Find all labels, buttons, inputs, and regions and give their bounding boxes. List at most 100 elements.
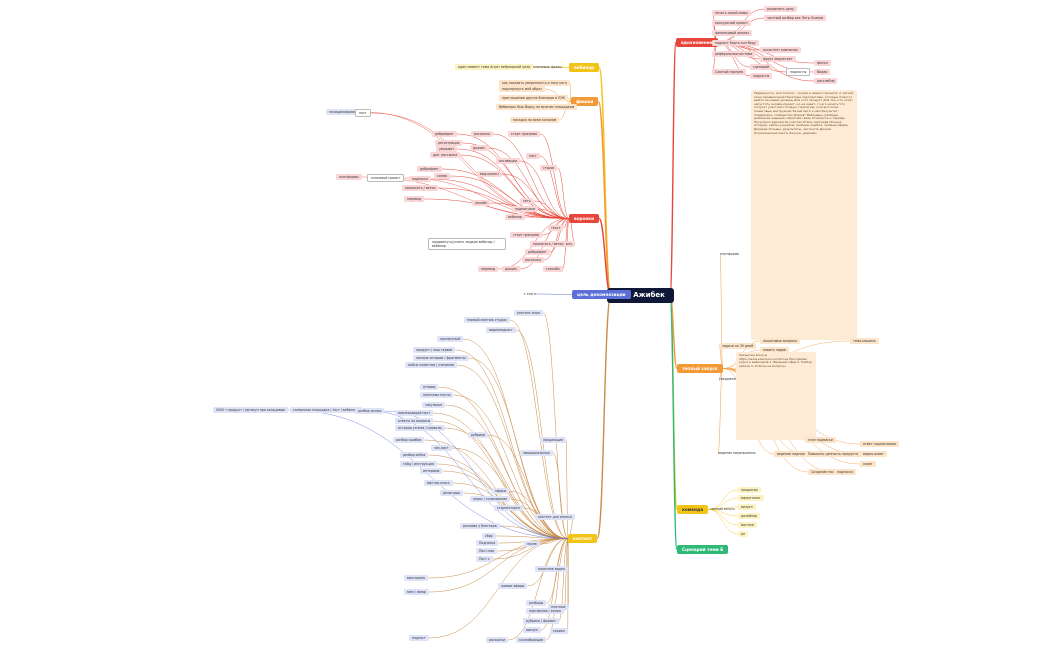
inputs-item[interactable]: рассылка xyxy=(471,131,493,137)
red-top-item[interactable]: ассистент кампании xyxy=(760,47,801,53)
side-left-item[interactable]: пост xyxy=(355,109,371,117)
branch-warm[interactable]: теплый запуск xyxy=(677,364,723,373)
content-item[interactable]: сбор xyxy=(482,533,496,539)
red-top-item[interactable]: подкасты xyxy=(786,68,811,76)
fish-item[interactable]: подчеркнуть мой образ xyxy=(499,86,545,92)
inputs-item[interactable]: прописать / ветки xyxy=(530,241,567,247)
goal-item[interactable]: с этого xyxy=(524,292,536,296)
fish-item[interactable]: посадка по всем каналам xyxy=(510,117,560,123)
branch-inputs[interactable]: воронки xyxy=(569,214,600,223)
webinar-item[interactable]: ключевые фразы xyxy=(533,65,562,69)
branch-webinar[interactable]: вебинар xyxy=(569,63,600,72)
content-far-left[interactable]: съемочная площадка / тест / вебинары xyxy=(290,407,363,413)
side-left-item[interactable]: ключевой проект xyxy=(367,174,405,182)
inputs-item[interactable]: текст xyxy=(548,225,564,231)
inputs-item[interactable]: спасибо xyxy=(543,266,563,272)
warm-item[interactable]: платформа xyxy=(720,252,739,256)
inputs-item[interactable]: дебрифинг xyxy=(525,249,550,255)
inputs-item[interactable]: сторис xyxy=(540,165,558,171)
branch-goal[interactable]: цель декомпозиции xyxy=(572,290,631,299)
content-item[interactable]: мем / юмор xyxy=(404,589,429,595)
content-item[interactable]: рубрика / формат xyxy=(523,618,559,624)
inputs-item[interactable]: прописать / ветки xyxy=(402,185,439,191)
inputs-item[interactable]: дебрифинг xyxy=(432,131,457,137)
content-far-left[interactable]: разбор жилья xyxy=(355,408,385,414)
content-item[interactable]: Пост-нар xyxy=(476,548,498,554)
content-item[interactable]: реклама у блогеров xyxy=(460,523,500,529)
branch-fish[interactable]: фишки xyxy=(571,97,599,106)
inputs-item[interactable]: активации xyxy=(496,158,520,164)
content-item[interactable]: коллаборации xyxy=(516,637,547,643)
team-role[interactable]: монтаж xyxy=(738,522,758,528)
inputs-item[interactable]: подписка xyxy=(409,176,432,182)
warm-sub-item[interactable]: тема-мишень xyxy=(850,338,879,344)
content-item[interactable]: полезные посты xyxy=(420,392,454,398)
inputs-item[interactable]: дожим xyxy=(502,266,520,272)
fish-item[interactable]: приглашение других блогеров в ЛЭК xyxy=(499,95,568,101)
warm-sub-item[interactable]: Создание пост-серии xyxy=(808,469,850,475)
content-item[interactable]: разбор кейса xyxy=(400,452,429,458)
branch-content[interactable]: контент xyxy=(568,534,598,543)
content-far-left[interactable]: 5000 т продукт / артикул про кольцевые xyxy=(213,407,289,413)
content-item[interactable]: портфолио / кейсы xyxy=(526,608,564,614)
warm-item[interactable]: ведение мероприятия xyxy=(718,451,756,455)
content-item[interactable]: гайд / инструкция xyxy=(400,461,437,467)
content-item[interactable]: продукт / наш сервис xyxy=(413,347,456,353)
content-item[interactable]: рассылки xyxy=(486,637,509,643)
red-top-item[interactable]: Видео xyxy=(814,69,831,75)
content-item[interactable]: закулисье xyxy=(422,402,446,408)
content-item[interactable]: посев xyxy=(524,541,540,547)
inputs-item[interactable]: старт прогрева xyxy=(508,131,541,137)
inputs-item[interactable]: пост xyxy=(526,153,540,159)
content-item[interactable]: разборы xyxy=(526,600,547,606)
content-item[interactable]: живые эфиры xyxy=(498,583,528,589)
team-role[interactable]: маркетолог xyxy=(738,495,764,501)
warm-sub-item[interactable]: подписка xyxy=(834,469,857,475)
content-item[interactable]: экспертный xyxy=(437,336,464,342)
warm-sub-item[interactable]: ответ подписчикам xyxy=(860,441,899,447)
content-item[interactable]: сторителлинг xyxy=(494,505,524,511)
red-top-item[interactable]: фотки xyxy=(814,60,831,66)
content-item[interactable]: Подписка xyxy=(476,540,499,546)
content-item[interactable]: розыгрыш xyxy=(440,490,464,496)
warm-sub-item[interactable]: охват xyxy=(860,461,876,467)
red-top-item[interactable]: расслабле xyxy=(814,78,838,84)
content-item[interactable]: видеоподкаст xyxy=(486,327,516,333)
inputs-item[interactable]: вебинар xyxy=(505,214,525,220)
inputs-item[interactable]: рассылка xyxy=(522,257,544,263)
inputs-item[interactable]: дебрифинг xyxy=(417,166,442,172)
content-item[interactable]: эфиры xyxy=(492,488,510,494)
content-item[interactable]: подкаст xyxy=(409,635,429,641)
content-item[interactable]: рубрики xyxy=(468,432,488,438)
red-top-item[interactable]: финансовый анализ xyxy=(712,30,752,36)
content-item[interactable]: мастер-класс xyxy=(424,480,453,486)
content-item[interactable]: опрос / голосование xyxy=(470,496,511,502)
team-role[interactable]: визуал xyxy=(738,504,756,510)
content-item[interactable]: сериал xyxy=(550,628,568,634)
red-top-item[interactable]: подкаст Карта сил Веру xyxy=(712,40,759,46)
content-item[interactable]: отзывы xyxy=(420,384,439,390)
inputs-item[interactable]: схема xyxy=(434,173,450,179)
team-item[interactable]: теплый запуск xyxy=(710,507,735,511)
content-item[interactable]: первый монтаж студии xyxy=(464,317,510,323)
red-top-item[interactable]: разделить цену xyxy=(764,6,797,12)
red-top-item[interactable]: частный разбор как Петр Осипов xyxy=(764,15,827,21)
content-item[interactable]: контент для анонса xyxy=(535,514,575,520)
inputs-item[interactable]: перевод xyxy=(404,196,425,202)
content-item[interactable]: разбор ошибок xyxy=(393,437,425,443)
content-item[interactable]: чек-лист xyxy=(431,445,452,451)
red-top-item[interactable]: Сжатый прогрев xyxy=(712,69,747,75)
fish-item[interactable]: Вебинары Нью Йорку по многим площадкам xyxy=(496,104,578,110)
inputs-item[interactable]: старт прогрева xyxy=(510,232,543,238)
warm-sub-item[interactable]: этап подписки xyxy=(805,437,836,443)
red-top-item[interactable]: фрукт-маркетинг xyxy=(760,56,796,62)
side-left-item[interactable]: платформы xyxy=(336,174,362,180)
inputs-item[interactable]: доп. рассылка xyxy=(430,152,461,158)
fish-item[interactable]: как показать уверенность и тону кого xyxy=(499,80,570,86)
warm-item[interactable]: задачи на 30 дней xyxy=(719,343,757,349)
content-item[interactable]: полезное видео xyxy=(535,566,568,572)
warm-sub-item[interactable]: ловить лидов xyxy=(760,347,789,353)
inputs-item[interactable]: перевод xyxy=(478,266,499,272)
red-top-item[interactable]: конкурсный проект xyxy=(712,20,752,26)
webinar-item[interactable]: один момент тема Агрит вебинарной цели xyxy=(455,64,534,70)
